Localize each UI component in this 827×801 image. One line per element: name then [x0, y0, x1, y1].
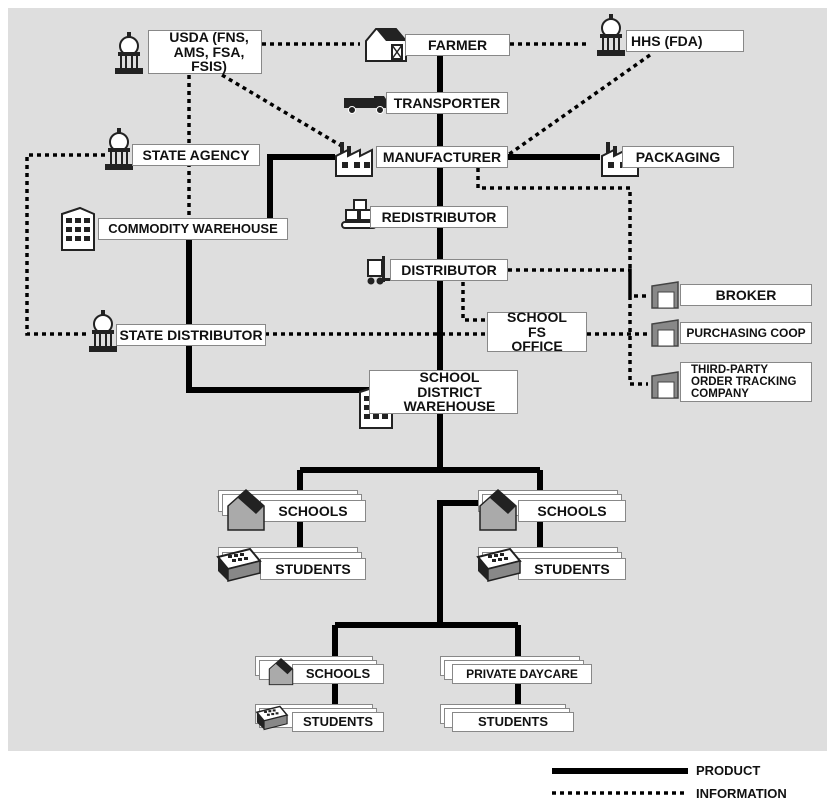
node-label: DISTRIBUTOR: [401, 261, 497, 278]
node-label: STUDENTS: [275, 560, 351, 577]
node-label: STUDENTS: [302, 714, 374, 730]
node-schools-right: SCHOOLS: [518, 500, 626, 522]
garage-icon: [651, 371, 679, 399]
legend-product-label: PRODUCT: [696, 763, 761, 778]
node-label: COMMODITY WAREHOUSE: [108, 221, 278, 237]
garage-icon: [651, 319, 679, 347]
factory-icon: [335, 142, 373, 177]
node-label: THIRD-PARTY ORDER TRACKING COMPANY: [691, 363, 797, 401]
house-icon: [479, 488, 517, 531]
cash-register-icon: [476, 547, 522, 582]
node-label: STATE DISTRIBUTOR: [119, 326, 263, 343]
node-students-bottom-right: STUDENTS: [452, 712, 574, 732]
house-icon: [268, 657, 294, 686]
node-students-bottom-left: STUDENTS: [292, 712, 384, 732]
legend-information-label: INFORMATION: [696, 786, 787, 801]
capitol-icon: [105, 128, 133, 170]
node-label: FARMER: [427, 36, 488, 53]
node-label: PRIVATE DAYCARE: [466, 666, 578, 681]
node-purchasing-coop: PURCHASING COOP: [680, 322, 812, 344]
node-broker: BROKER: [680, 284, 812, 306]
node-label: MANUFACTURER: [382, 148, 502, 165]
node-school-fs-office: SCHOOL FS OFFICE: [487, 308, 587, 355]
node-transporter: TRANSPORTER: [386, 92, 508, 114]
node-private-daycare: PRIVATE DAYCARE: [452, 664, 592, 684]
truck-icon: [344, 96, 388, 114]
node-schools-left: SCHOOLS: [260, 500, 366, 522]
forklift-icon: [367, 256, 393, 285]
node-students-left: STUDENTS: [260, 558, 366, 580]
node-state-distributor: STATE DISTRIBUTOR: [116, 324, 266, 346]
node-label: SCHOOL DISTRICT WAREHOUSE: [403, 368, 496, 415]
node-label: TRANSPORTER: [393, 94, 501, 111]
node-label: STUDENTS: [534, 560, 610, 577]
node-distributor: DISTRIBUTOR: [390, 259, 508, 281]
node-label: SCHOOLS: [278, 502, 348, 519]
node-packaging: PACKAGING: [622, 146, 734, 168]
node-label: BROKER: [715, 286, 777, 303]
node-label: REDISTRIBUTOR: [381, 208, 497, 225]
warehouse-building-icon: [61, 206, 95, 251]
node-label: HHS (FDA): [631, 32, 703, 49]
information-lines: [25, 42, 688, 795]
node-farmer: FARMER: [405, 34, 510, 56]
node-label: PURCHASING COOP: [686, 325, 806, 340]
node-label: SCHOOLS: [305, 666, 371, 682]
node-commodity-warehouse: COMMODITY WAREHOUSE: [98, 218, 288, 240]
node-school-district-warehouse: SCHOOL DISTRICT WAREHOUSE: [369, 370, 518, 414]
node-students-right: STUDENTS: [518, 558, 626, 580]
node-third-party: THIRD-PARTY ORDER TRACKING COMPANY: [680, 362, 812, 402]
node-hhs: HHS (FDA): [626, 30, 744, 52]
house-icon: [227, 488, 265, 531]
cash-register-icon: [255, 705, 289, 731]
node-label: USDA (FNS, AMS, FSA, FSIS): [169, 28, 249, 75]
node-schools-bottom: SCHOOLS: [292, 664, 384, 684]
node-label: SCHOOL FS OFFICE: [507, 308, 567, 355]
node-redistributor: REDISTRIBUTOR: [370, 206, 508, 228]
node-manufacturer: MANUFACTURER: [376, 146, 508, 168]
product-lines: [186, 52, 688, 774]
node-state-agency: STATE AGENCY: [132, 144, 260, 166]
node-usda: USDA (FNS, AMS, FSA, FSIS): [148, 30, 262, 74]
capitol-icon: [89, 310, 117, 352]
node-label: SCHOOLS: [537, 502, 607, 519]
node-label: STUDENTS: [477, 714, 549, 730]
node-label: STATE AGENCY: [142, 146, 250, 163]
garage-icon: [651, 281, 679, 309]
barn-icon: [365, 28, 407, 62]
capitol-icon: [115, 32, 143, 74]
node-label: PACKAGING: [635, 148, 721, 165]
capitol-icon: [597, 14, 625, 56]
cash-register-icon: [216, 547, 262, 582]
